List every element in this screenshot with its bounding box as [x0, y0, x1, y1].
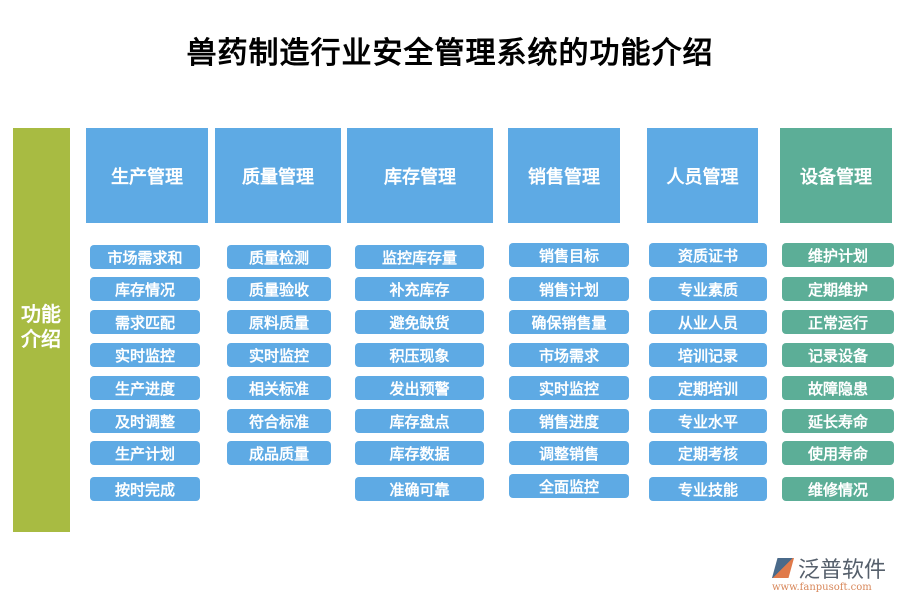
column-header: 质量管理 — [215, 128, 341, 223]
sidebar-label: 功能介绍 — [21, 302, 61, 351]
page-title: 兽药制造行业安全管理系统的功能介绍 — [186, 36, 714, 71]
feature-item: 记录设备 — [782, 343, 894, 367]
feature-item: 原料质量 — [227, 310, 331, 334]
column-header: 设备管理 — [780, 128, 892, 223]
feature-item: 符合标准 — [227, 409, 331, 433]
logo-icon — [772, 558, 794, 578]
logo-url: www.fanpusoft.com — [772, 582, 872, 593]
sidebar-label-block: 功能介绍 — [13, 128, 70, 532]
feature-item: 确保销售量 — [509, 310, 629, 334]
feature-item: 及时调整 — [90, 409, 200, 433]
feature-item: 正常运行 — [782, 310, 894, 334]
feature-item: 定期维护 — [782, 277, 894, 301]
feature-item: 积压现象 — [355, 343, 484, 367]
feature-item: 监控库存量 — [355, 245, 484, 269]
feature-item: 使用寿命 — [782, 441, 894, 465]
feature-item: 按时完成 — [90, 477, 200, 501]
feature-item: 销售计划 — [509, 277, 629, 301]
feature-item: 专业水平 — [649, 409, 767, 433]
feature-item: 故障隐患 — [782, 376, 894, 400]
column-header: 销售管理 — [508, 128, 620, 223]
feature-item: 需求匹配 — [90, 310, 200, 334]
feature-item: 库存情况 — [90, 277, 200, 301]
feature-item: 资质证书 — [649, 243, 767, 267]
feature-item: 避免缺货 — [355, 310, 484, 334]
brand-logo: 泛普软件 www.fanpusoft.com — [772, 552, 892, 593]
feature-item: 全面监控 — [509, 474, 629, 498]
feature-item: 成品质量 — [227, 441, 331, 465]
feature-item: 准确可靠 — [355, 477, 484, 501]
feature-item: 专业素质 — [649, 277, 767, 301]
feature-item: 生产计划 — [90, 441, 200, 465]
feature-item: 延长寿命 — [782, 409, 894, 433]
feature-item: 定期考核 — [649, 441, 767, 465]
feature-item: 实时监控 — [227, 343, 331, 367]
feature-item: 定期培训 — [649, 376, 767, 400]
feature-item: 质量检测 — [227, 245, 331, 269]
feature-item: 市场需求和 — [90, 245, 200, 269]
feature-item: 实时监控 — [509, 376, 629, 400]
column-header: 生产管理 — [86, 128, 208, 223]
feature-item: 培训记录 — [649, 343, 767, 367]
feature-item: 销售目标 — [509, 243, 629, 267]
feature-item: 生产进度 — [90, 376, 200, 400]
feature-item: 维护计划 — [782, 243, 894, 267]
feature-item: 维修情况 — [782, 477, 894, 501]
feature-item: 库存数据 — [355, 441, 484, 465]
feature-item: 库存盘点 — [355, 409, 484, 433]
feature-item: 销售进度 — [509, 409, 629, 433]
feature-item: 质量验收 — [227, 277, 331, 301]
column-header: 库存管理 — [347, 128, 493, 223]
column-header: 人员管理 — [647, 128, 758, 223]
feature-item: 专业技能 — [649, 477, 767, 501]
feature-item: 相关标准 — [227, 376, 331, 400]
logo-name: 泛普软件 — [798, 558, 887, 583]
feature-item: 实时监控 — [90, 343, 200, 367]
feature-item: 调整销售 — [509, 441, 629, 465]
feature-item: 市场需求 — [509, 343, 629, 367]
feature-item: 从业人员 — [649, 310, 767, 334]
feature-item: 发出预警 — [355, 376, 484, 400]
feature-item: 补充库存 — [355, 277, 484, 301]
